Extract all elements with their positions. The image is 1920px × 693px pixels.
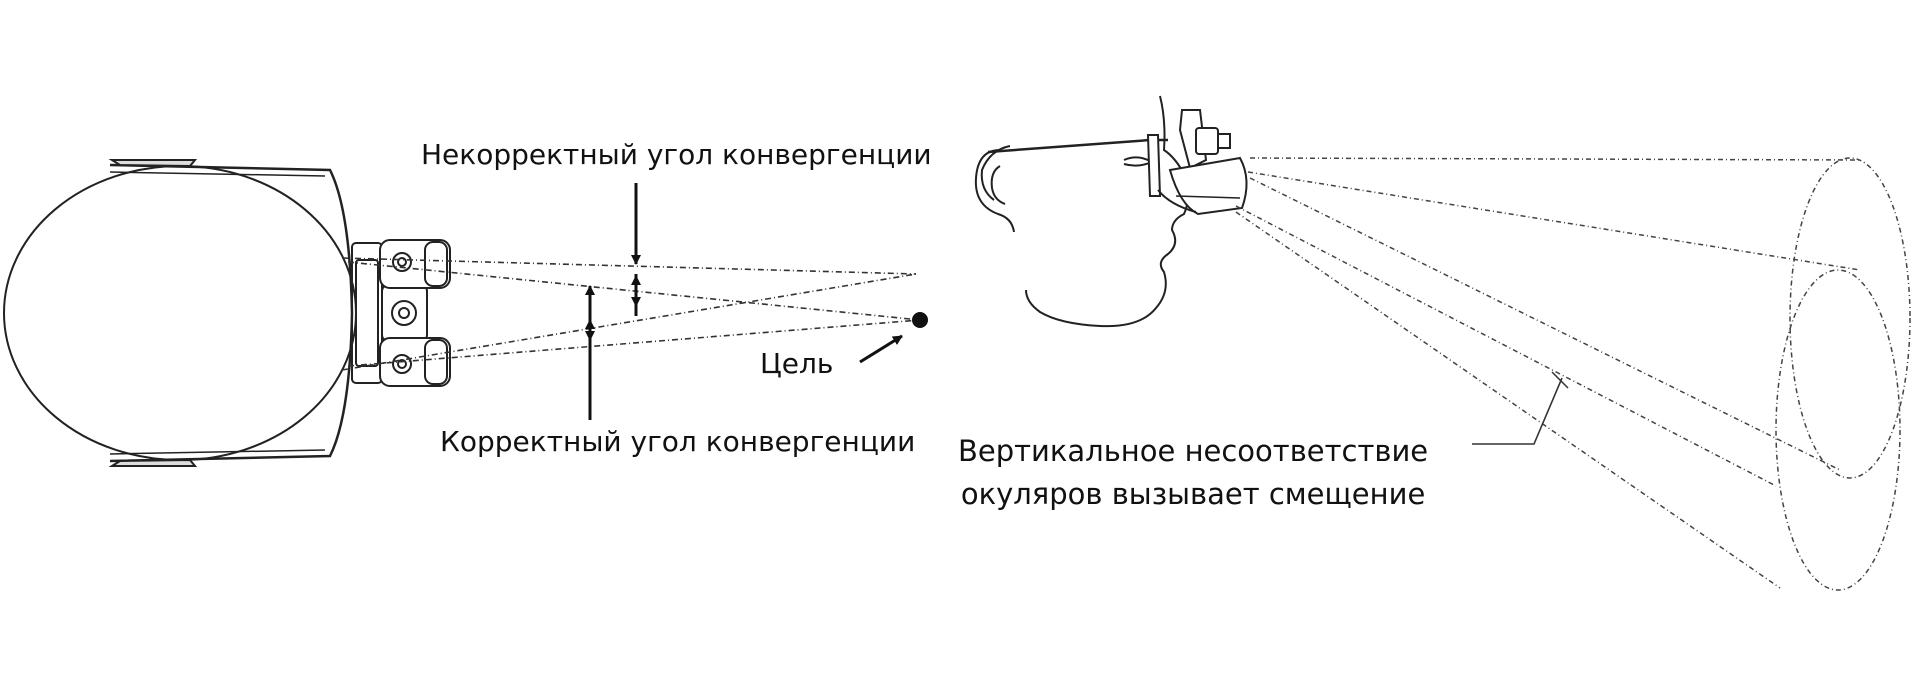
loupe-ocular-bottom bbox=[379, 337, 451, 387]
loupe-bridge bbox=[381, 284, 428, 342]
vertical-mismatch-label: Вертикальное несоответствие окуляров выз… bbox=[958, 430, 1428, 516]
cone-offset-ellipse bbox=[1775, 269, 1901, 591]
loupe-barrel bbox=[1168, 156, 1248, 216]
head-side-view bbox=[974, 95, 1248, 328]
ear-flap-top bbox=[108, 159, 198, 168]
glasses-lens bbox=[1146, 134, 1162, 197]
head-outline bbox=[3, 165, 357, 461]
target-label: Цель bbox=[760, 347, 834, 380]
vertical-mismatch-line1: Вертикальное несоответствие bbox=[958, 434, 1429, 468]
offset-leader-line bbox=[1472, 377, 1563, 445]
correct-angle-label: Корректный угол конвергенции bbox=[440, 425, 916, 458]
loupe-ocular-top bbox=[379, 239, 451, 289]
target-pointer-arrow bbox=[859, 334, 903, 364]
incorrect-angle-label: Некорректный угол конвергенции bbox=[421, 138, 932, 171]
face-profile bbox=[1025, 95, 1190, 328]
vertical-mismatch-line2: окуляров вызывает смещение bbox=[960, 477, 1426, 511]
ear-flap-bottom bbox=[108, 458, 198, 467]
glasses-temple bbox=[987, 138, 1168, 154]
offset-angle-arc bbox=[1551, 371, 1569, 389]
ear-outline bbox=[974, 149, 1015, 233]
field-of-view-cones bbox=[1235, 157, 1911, 591]
headband bbox=[109, 163, 354, 463]
head-top-view bbox=[3, 159, 451, 467]
cone-aligned-ellipse bbox=[1789, 157, 1911, 479]
sight-lines bbox=[341, 257, 921, 371]
target-dot bbox=[912, 312, 928, 328]
